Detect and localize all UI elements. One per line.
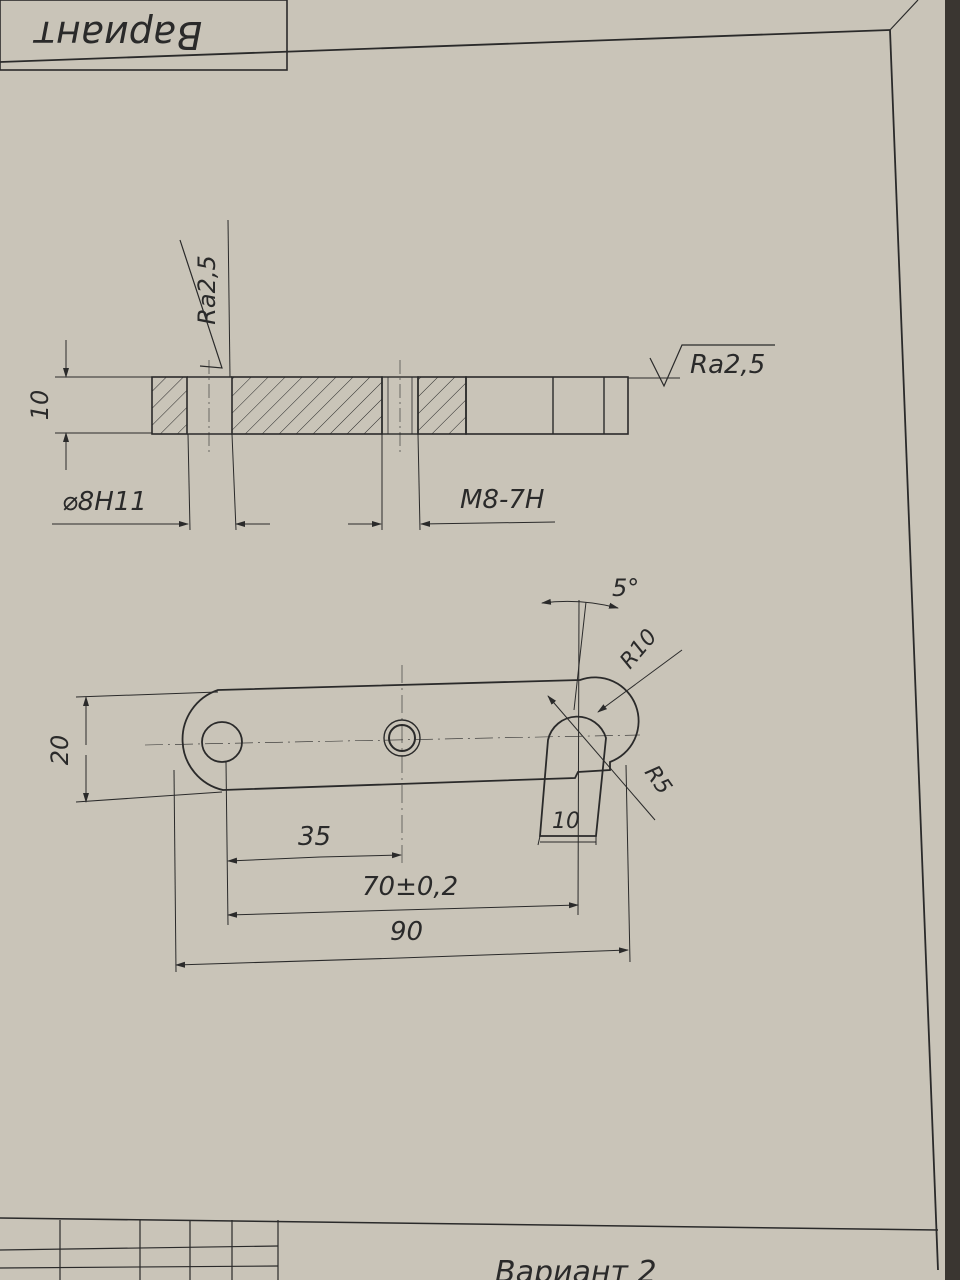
dim-angle: 5° [612,574,639,602]
dim-90: 90 [390,917,423,947]
section-view: 10 ⌀8H11 M8-7H Ra2,5 Ra2,5 [26,219,775,531]
top-variant-label: Вариант [32,13,202,57]
dim-70: 70±0,2 [362,872,458,902]
dim-hole-fit: ⌀8H11 [62,487,147,517]
roughness-left: Ra2,5 [193,255,221,325]
sheet-frame [0,0,939,1271]
shadow-edge [945,0,960,1280]
section-hatch-3 [417,376,467,435]
dim-height: 20 [46,735,74,766]
dim-35: 35 [298,822,331,852]
bottom-title-block [0,1220,279,1280]
section-hatch-1 [151,376,188,435]
dim-slot-width: 10 [552,809,580,834]
hole-left [201,721,243,763]
section-hatch-2 [231,376,383,435]
bottom-variant-label: Вариант 2 [495,1255,657,1280]
slot [539,715,607,837]
dim-thread: M8-7H [460,485,544,515]
roughness-right: Ra2,5 [690,350,765,380]
part-outline [181,676,640,791]
dim-thickness: 10 [26,390,54,421]
top-title-block: Вариант [0,0,288,71]
